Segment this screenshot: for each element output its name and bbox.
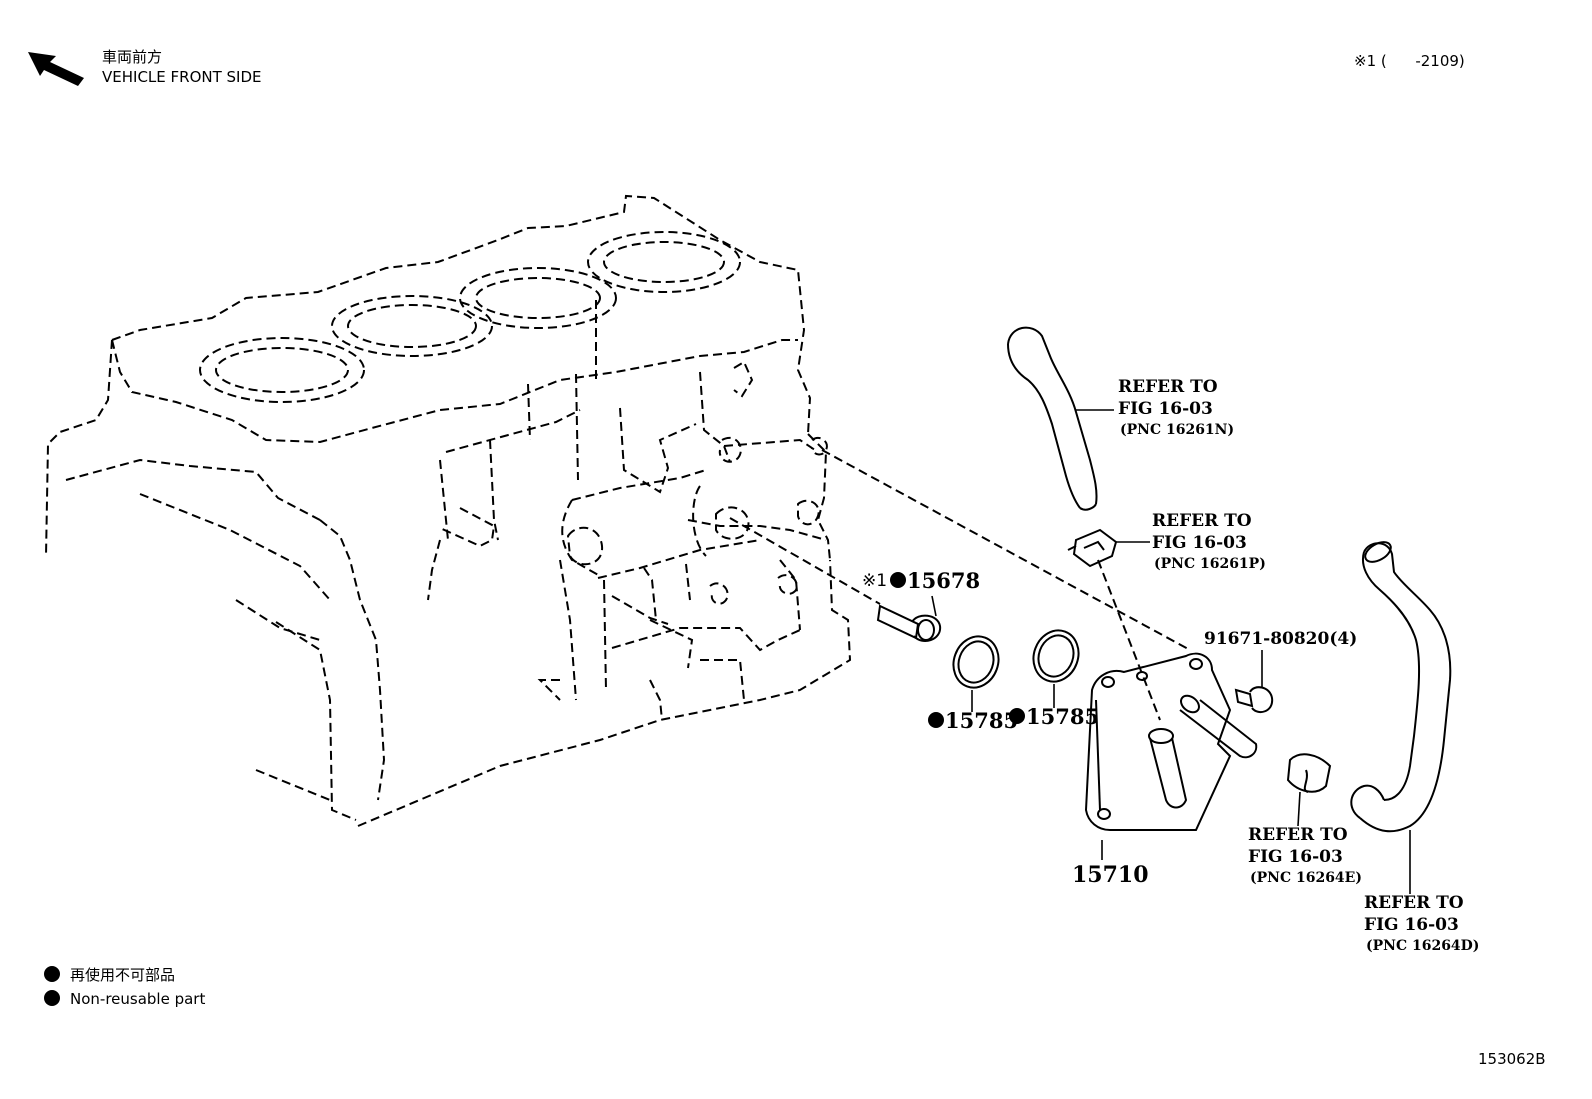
legend-dot-icon bbox=[44, 966, 60, 982]
engine-block-outline bbox=[45, 194, 852, 827]
callout-bolt-91671-80820: 91671-80820(4) bbox=[1204, 629, 1357, 649]
clamp-lower-16264e bbox=[1286, 753, 1332, 827]
hose-upper-16261n bbox=[1007, 326, 1114, 511]
ref-hose-upper-line2: FIG 16-03 bbox=[1118, 399, 1213, 419]
oil-cooler-15710 bbox=[1084, 652, 1258, 860]
legend-dot-icon bbox=[44, 990, 60, 1006]
direction-label-en: VEHICLE FRONT SIDE bbox=[102, 68, 262, 86]
legend-jp: 再使用不可部品 bbox=[70, 966, 175, 984]
non-reusable-dot-icon bbox=[1009, 708, 1025, 724]
illustration-id: 153062B bbox=[1478, 1050, 1546, 1068]
ref-clamp-lower-line1: REFER TO bbox=[1248, 825, 1348, 845]
alignment-lines bbox=[729, 449, 1191, 721]
callout-15785-right: 15785 bbox=[1026, 704, 1099, 729]
direction-label-jp: 車両前方 bbox=[102, 48, 162, 66]
ref-clamp-lower-line2: FIG 16-03 bbox=[1248, 847, 1343, 867]
hose-lower-16264d bbox=[1350, 541, 1452, 894]
ref-hose-lower-line3: (PNC 16264D) bbox=[1366, 938, 1479, 954]
legend-en: Non-reusable part bbox=[70, 990, 205, 1008]
ref-clamp-upper-line2: FIG 16-03 bbox=[1152, 533, 1247, 553]
bolt-91671-80820 bbox=[1234, 650, 1274, 714]
ref-hose-upper-line3: (PNC 16261N) bbox=[1120, 422, 1234, 438]
callout-15785-left: 15785 bbox=[945, 708, 1018, 733]
ref-clamp-upper-line1: REFER TO bbox=[1152, 511, 1252, 531]
production-date-note: ※1 ( -2109) bbox=[1354, 52, 1465, 70]
gasket-15785-left bbox=[952, 635, 1000, 712]
callout-15710: 15710 bbox=[1072, 862, 1149, 888]
callout-15678: 15678 bbox=[907, 568, 980, 593]
gasket-15785-right bbox=[1032, 629, 1080, 708]
part-15678-union bbox=[876, 595, 942, 642]
ref-hose-lower-line1: REFER TO bbox=[1364, 893, 1464, 913]
ref-hose-lower-line2: FIG 16-03 bbox=[1364, 915, 1459, 935]
front-direction-arrow-icon bbox=[28, 52, 84, 86]
ref-clamp-upper-line3: (PNC 16261P) bbox=[1154, 556, 1266, 572]
ref-clamp-lower-line3: (PNC 16264E) bbox=[1250, 870, 1362, 886]
non-reusable-dot-icon bbox=[928, 712, 944, 728]
callout-15678-mark: ※1 bbox=[862, 571, 887, 591]
ref-hose-upper-line1: REFER TO bbox=[1118, 377, 1218, 397]
clamp-upper-16261p bbox=[1067, 528, 1150, 568]
non-reusable-dot-icon bbox=[890, 572, 906, 588]
